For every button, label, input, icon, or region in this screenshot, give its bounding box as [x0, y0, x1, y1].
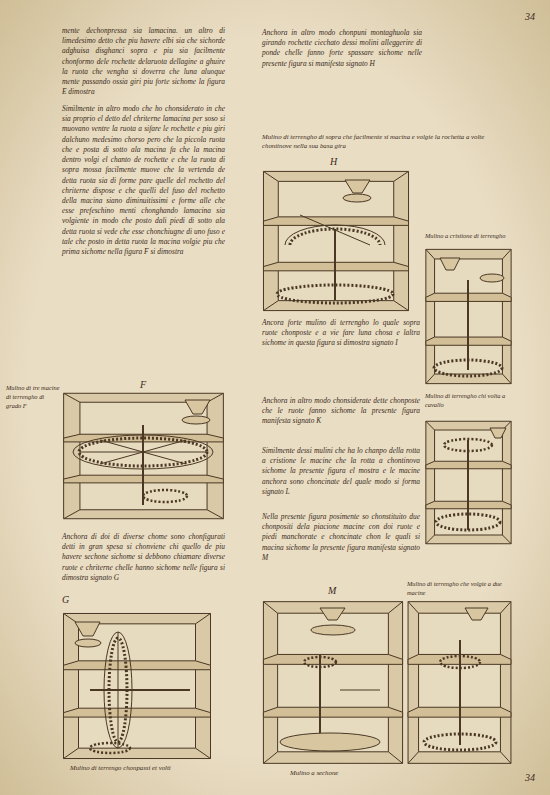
figure-letter: H	[330, 155, 344, 169]
figure-caption: Mulino di terrengo chonpassi et volti	[70, 763, 220, 772]
text-paragraph: Anchora di doi di diverse chome sono cho…	[62, 532, 225, 583]
text-paragraph: mente dechonpressa sia lamacina. un altr…	[62, 26, 225, 98]
text-paragraph: Nella presente figura posimente so chons…	[262, 512, 420, 563]
figure-letter: F	[140, 378, 154, 392]
figure-caption: Mulino di terrengho chi volta a cavallo	[425, 392, 515, 410]
text-paragraph: Similmente dessi mulini che ha lo chanpo…	[262, 446, 420, 497]
text-paragraph: Anchora in altro modo chonsiderate dette…	[262, 396, 420, 427]
margin-note: Mulino di tre macine di terrengho di gra…	[6, 384, 60, 410]
text-paragraph: Anchora in altro modo chonpuni montaghuo…	[262, 28, 422, 69]
figure-caption: Mulino a cristione di terrengho	[425, 232, 515, 241]
figure-caption: Mulino di terrengho di sopra che facilme…	[262, 132, 512, 151]
folio-number: 34	[505, 10, 535, 24]
folio-number: 34	[505, 771, 535, 785]
figure-caption: Mulino di terrengho che volgie a due mac…	[407, 580, 512, 598]
figure-letter: M	[328, 584, 342, 598]
figure-caption: Mulino a sechone	[290, 768, 400, 777]
text-paragraph: Ancora forte mulino di terrengho lo qual…	[262, 318, 420, 349]
figure-letter: G	[62, 593, 76, 607]
text-paragraph: Simìlmente in altro modo che ho chonside…	[62, 104, 225, 257]
